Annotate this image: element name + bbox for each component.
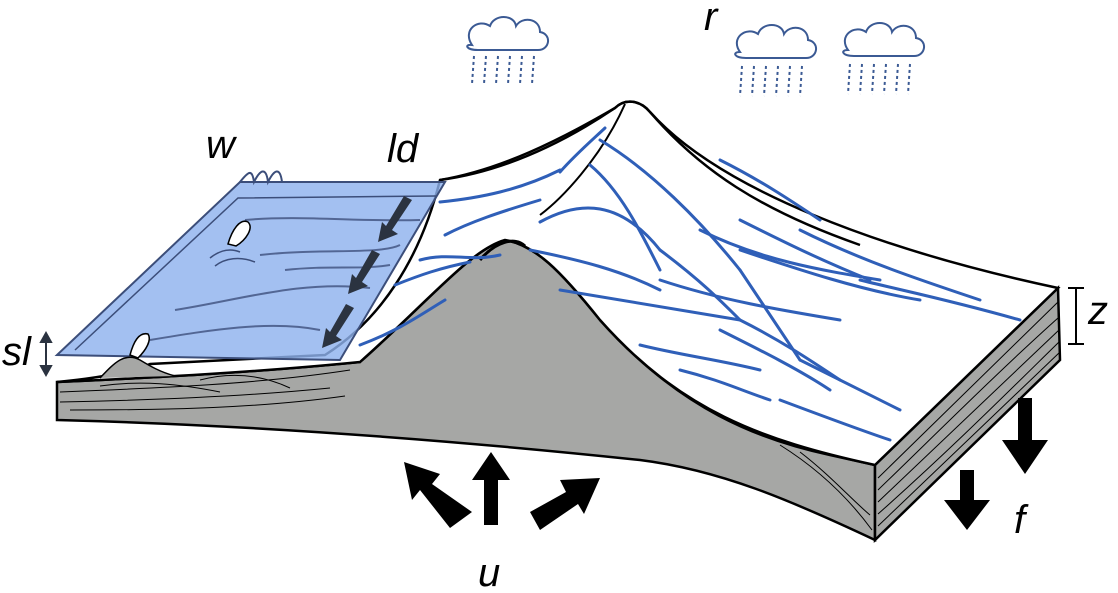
label-rain: r	[704, 0, 719, 39]
river	[658, 278, 842, 322]
label-waves: w	[206, 123, 238, 167]
sea-level-arrow	[39, 330, 53, 378]
river	[718, 328, 832, 392]
drainage-arrow-icon	[322, 304, 354, 348]
river	[538, 206, 662, 252]
river	[443, 198, 542, 237]
waves-icon	[239, 170, 283, 186]
sea-island-icon	[227, 220, 251, 247]
thickness-bracket	[1068, 287, 1084, 345]
river	[418, 253, 502, 262]
drainage-arrows	[322, 196, 412, 348]
sea-inner-outline	[74, 195, 437, 351]
river	[358, 298, 447, 347]
river	[598, 138, 742, 272]
label-thickness: z	[1087, 289, 1108, 333]
rain-cloud-icon	[842, 22, 925, 95]
drainage-arrow-icon	[378, 196, 412, 242]
ridge-spur	[539, 103, 626, 216]
right-face-strata	[877, 301, 1061, 527]
river	[588, 163, 662, 272]
subsidence-arrows	[944, 398, 1048, 530]
river	[858, 278, 1022, 322]
river	[738, 248, 922, 302]
river	[738, 218, 872, 282]
river	[718, 158, 822, 222]
sea-island-ripples-icon	[209, 249, 256, 267]
river	[528, 248, 662, 292]
uplift-arrow-left-icon	[404, 462, 472, 528]
river	[678, 368, 772, 402]
uplift-arrows	[404, 452, 600, 530]
river	[778, 398, 892, 442]
coastal-island-icon	[129, 332, 150, 359]
river	[658, 248, 742, 322]
land-surface	[56, 100, 1061, 467]
river	[798, 228, 982, 302]
uplift-arrow-up-icon	[472, 452, 510, 525]
river	[798, 358, 902, 412]
rain-cloud-icon	[734, 24, 817, 97]
label-sea-level: sl	[2, 330, 32, 374]
river	[638, 343, 762, 372]
label-subsidence: f	[1014, 498, 1029, 542]
submerged-channels	[149, 217, 421, 341]
subsidence-arrow-icon	[944, 470, 990, 530]
drainage-arrow-icon	[348, 250, 380, 294]
uplift-arrow-right-icon	[530, 478, 600, 530]
river	[558, 288, 742, 322]
label-land-drainage: ld	[387, 127, 420, 171]
subsidence-arrow-icon	[1002, 398, 1048, 474]
front-right-strata	[779, 444, 873, 531]
river	[438, 168, 562, 204]
river	[558, 126, 607, 174]
river-network	[358, 126, 1022, 442]
rain-cloud-icon	[466, 16, 549, 85]
coastal-hill-icon	[99, 356, 176, 379]
ridge-line	[439, 100, 861, 247]
front-left-strata	[59, 369, 351, 411]
label-uplift: u	[478, 551, 500, 593]
river	[393, 260, 472, 287]
